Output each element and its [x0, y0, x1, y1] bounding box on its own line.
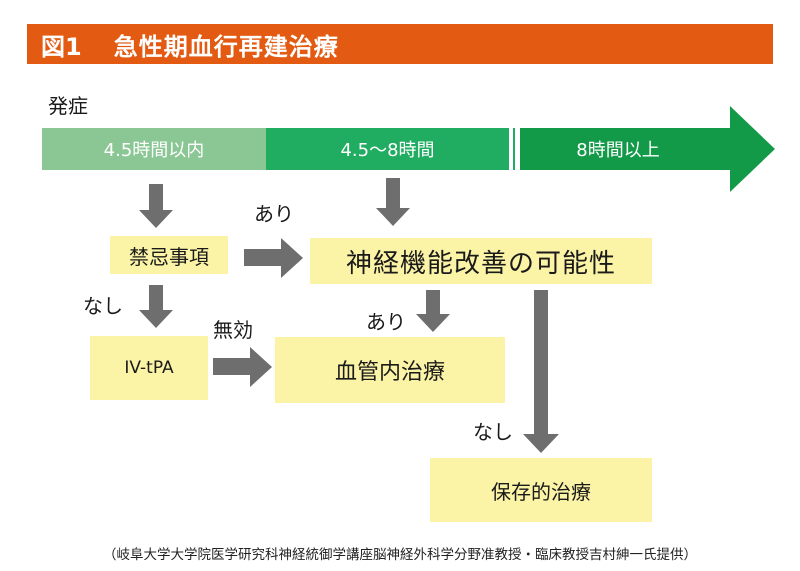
arrow-down-onset-to-contra — [139, 184, 173, 228]
timeline-segment-label: 4.5時間以内 — [103, 140, 205, 161]
arrow-down-contra-to-tpa — [139, 285, 173, 328]
timeline-segment-4-5-to-8h: 4.5～8時間 — [266, 128, 509, 170]
box-neuro-improvement: 神経機能改善の可能性 — [310, 238, 652, 284]
arrow-right-tpa-to-endovascular — [213, 347, 272, 387]
timeline-segment-within-4-5h: 4.5時間以内 — [42, 128, 266, 170]
edge-label-improvement-yes: あり — [366, 310, 406, 334]
box-conservative: 保存的治療 — [430, 458, 652, 522]
arrow-down-improvement-to-conservative — [523, 290, 559, 453]
box-iv-tpa: IV-tPA — [90, 336, 208, 400]
edge-label-contra-no: なし — [83, 294, 123, 318]
box-endovascular: 血管内治療 — [275, 337, 505, 403]
figure-title-bar: 図1 急性期血行再建治療 — [27, 24, 773, 64]
timeline-arrowhead — [730, 106, 775, 192]
arrow-down-timeline-to-improvement — [376, 178, 410, 226]
box-neuro-improvement-label: 神経機能改善の可能性 — [345, 248, 616, 279]
box-conservative-label: 保存的治療 — [491, 479, 591, 504]
timeline-segment-label: 8時間以上 — [576, 140, 660, 161]
box-contraindication-label: 禁忌事項 — [129, 244, 209, 269]
source-credit: （岐阜大学大学院医学研究科神経統御学講座脳神経外科学分野准教授・臨床教授吉村紳一… — [103, 547, 697, 563]
figure-title: 急性期血行再建治療 — [113, 32, 339, 61]
timeline-segment-label: 4.5～8時間 — [340, 140, 435, 161]
timeline-break-mark — [513, 128, 515, 170]
figure-number: 図1 — [41, 32, 82, 61]
box-endovascular-label: 血管内治療 — [334, 360, 445, 385]
edge-label-contra-yes: あり — [254, 202, 294, 226]
edge-label-tpa-ineffective: 無効 — [213, 318, 253, 342]
box-contraindication: 禁忌事項 — [110, 236, 228, 274]
box-iv-tpa-label: IV-tPA — [124, 358, 174, 378]
arrow-down-improvement-to-endovascular — [416, 290, 450, 332]
onset-label: 発症 — [48, 94, 88, 118]
edge-label-improvement-no: なし — [473, 420, 513, 444]
timeline-segment-over-8h: 8時間以上 — [520, 128, 732, 170]
arrow-right-contra-to-improvement — [244, 238, 303, 278]
